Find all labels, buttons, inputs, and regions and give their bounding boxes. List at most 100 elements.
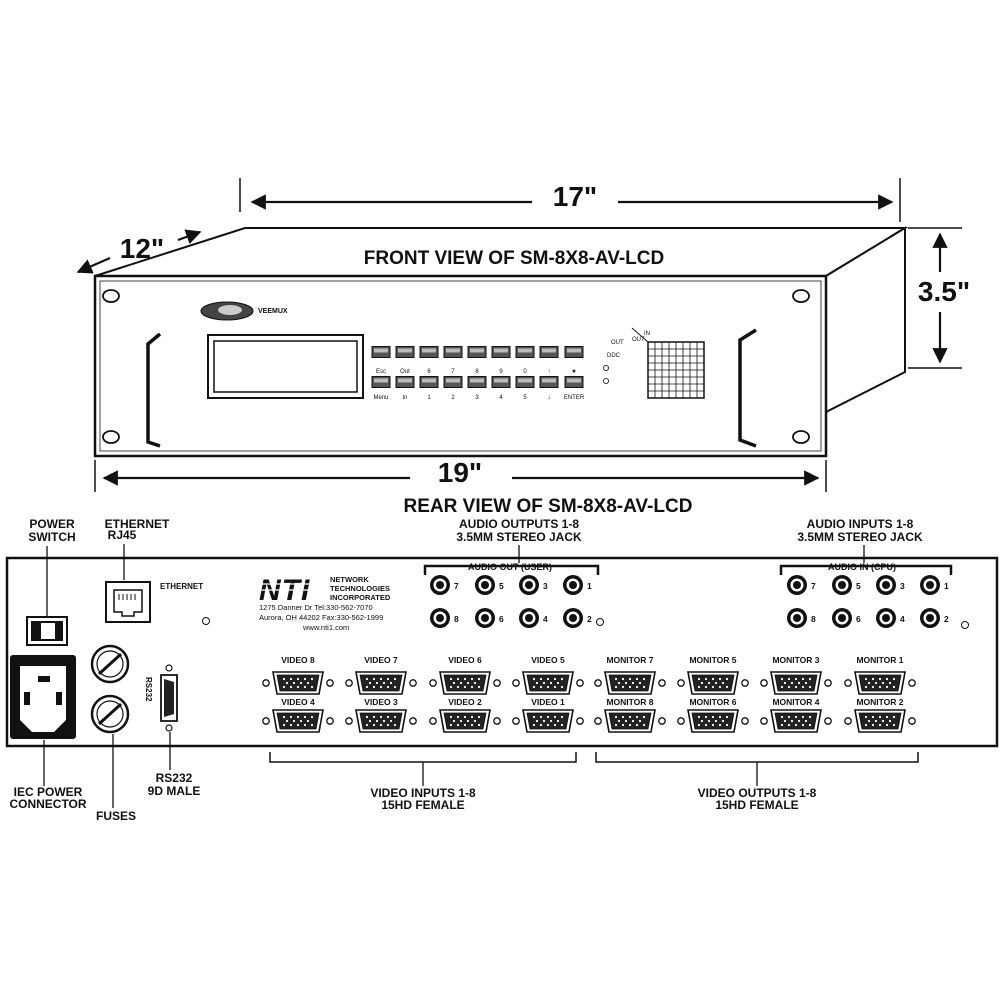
iec-power-connector	[10, 655, 76, 786]
audio-out-jack[interactable]	[430, 575, 450, 595]
rear-view-title: REAR VIEW OF SM-8X8-AV-LCD	[404, 496, 693, 517]
power-switch-label-line1: POWER	[29, 517, 75, 531]
audio-out-jack-number: 6	[499, 614, 504, 624]
audio-out-jack-number: 5	[499, 581, 504, 591]
keypad-key[interactable]	[467, 376, 487, 388]
audio-in-jack[interactable]	[787, 575, 807, 595]
audio-in-jack[interactable]	[832, 575, 852, 595]
keypad-key[interactable]	[419, 346, 439, 358]
audio-out-jack-number: 2	[587, 614, 592, 624]
dimension-3-5-label: 3.5"	[918, 276, 970, 307]
keypad-key[interactable]	[564, 346, 584, 358]
company-line3: INCORPORATED	[330, 593, 391, 602]
monitor-port-label: MONITOR 6	[689, 697, 736, 707]
video-port-label: VIDEO 1	[531, 697, 565, 707]
monitor-port-label: MONITOR 1	[856, 655, 903, 665]
led-2	[603, 377, 610, 384]
audio-out-jack[interactable]	[430, 608, 450, 628]
keypad-key[interactable]	[491, 376, 511, 388]
audio-in-jack[interactable]	[876, 608, 896, 628]
address-line2: Aurora, OH 44202 Fax:330-562-1999	[259, 613, 383, 622]
keypad-key[interactable]	[515, 376, 535, 388]
matrix-indicator: OUT IN	[631, 327, 705, 399]
keypad-key-label: ★	[571, 368, 576, 375]
keypad-key[interactable]	[443, 376, 463, 388]
keypad-key[interactable]	[371, 346, 391, 358]
audio-in-jack-number: 6	[856, 614, 861, 624]
address-line1: 1275 Danner Dr Tel:330-562-7070	[259, 603, 373, 612]
power-switch[interactable]	[26, 616, 68, 646]
audio-out-jack-number: 3	[543, 581, 548, 591]
keypad-key-label: 7	[451, 369, 455, 375]
audio-outputs-label-line1: AUDIO OUTPUTS 1-8	[459, 517, 579, 531]
video-port-label: VIDEO 2	[448, 697, 482, 707]
audio-out-jack[interactable]	[475, 575, 495, 595]
keypad-key-label: Esc	[376, 369, 386, 375]
keypad-key-label: 0	[523, 369, 527, 375]
audio-in-jack-number: 4	[900, 614, 905, 624]
ethernet-label-line1: ETHERNET	[105, 517, 170, 531]
veemux-brand: VEEMUX	[258, 308, 288, 315]
monitor-port-label: MONITOR 2	[856, 697, 903, 707]
keypad-key-label: 6	[427, 369, 431, 375]
audio-in-jack[interactable]	[787, 608, 807, 628]
ethernet-label-line2: RJ45	[108, 528, 137, 542]
keypad-key-label: 8	[475, 369, 479, 375]
keypad-key[interactable]	[443, 346, 463, 358]
rs232-port[interactable]	[160, 664, 178, 732]
audio-in-jack[interactable]	[920, 575, 940, 595]
audio-out-jack[interactable]	[519, 575, 539, 595]
audio-in-jack[interactable]	[876, 575, 896, 595]
audio-out-jack[interactable]	[519, 608, 539, 628]
audio-in-jack-number: 3	[900, 581, 905, 591]
keypad-key[interactable]	[515, 346, 535, 358]
audio-in-bracket: AUDIO IN (CPU)	[779, 562, 953, 575]
audio-in-jack-number: 8	[811, 614, 816, 624]
keypad-key[interactable]	[395, 346, 415, 358]
audio-out-jack[interactable]	[563, 575, 583, 595]
audio-out-jack[interactable]	[475, 608, 495, 628]
keypad-key[interactable]	[395, 376, 415, 388]
audio-inputs-label-line1: AUDIO INPUTS 1-8	[807, 517, 914, 531]
ethernet-callout: ETHERNET RJ45	[105, 517, 170, 580]
led-out-label: OUT	[611, 340, 624, 346]
keypad-key-label: 1	[427, 395, 431, 401]
keypad-key[interactable]	[419, 376, 439, 388]
keypad-key[interactable]	[539, 346, 559, 358]
dimension-19in: 19"	[94, 457, 827, 492]
dimension-3-5in: 3.5"	[908, 227, 970, 369]
keypad-key[interactable]	[467, 346, 487, 358]
audio-in-jack[interactable]	[920, 608, 940, 628]
screw-hole	[961, 621, 969, 629]
screw-hole	[596, 618, 604, 626]
keypad-key[interactable]	[539, 376, 559, 388]
audio-outputs-label-line2: 3.5MM STEREO JACK	[456, 530, 582, 544]
keypad-key[interactable]	[491, 346, 511, 358]
keypad-key[interactable]	[371, 376, 391, 388]
monitor-port-label: MONITOR 3	[772, 655, 819, 665]
audio-out-jack[interactable]	[563, 608, 583, 628]
address-line3: www.nti1.com	[302, 623, 349, 632]
keypad-key[interactable]	[564, 376, 584, 388]
audio-in-jack-number: 1	[944, 581, 949, 591]
company-line1: NETWORK	[330, 575, 369, 584]
fuse-holder-2	[90, 694, 130, 734]
keypad-key-label: ↑	[548, 369, 551, 375]
keypad-key-label: 9	[499, 369, 503, 375]
keypad-key-label: ↓	[548, 395, 551, 401]
rack-handles	[146, 328, 757, 448]
led-ddc-label: DDC	[607, 353, 621, 359]
keypad-key-label: 2	[451, 395, 455, 401]
audio-out-label: AUDIO OUT (USER)	[468, 562, 552, 572]
audio-in-jack[interactable]	[832, 608, 852, 628]
video-port-label: VIDEO 4	[281, 697, 315, 707]
nti-logo: NTI	[258, 574, 322, 607]
status-leds: OUT DDC	[603, 340, 624, 384]
iec-power-label-line1: IEC POWER	[14, 785, 83, 799]
video-port-label: VIDEO 3	[364, 697, 398, 707]
ethernet-rj45-port[interactable]	[105, 581, 151, 623]
led-1	[603, 364, 610, 371]
